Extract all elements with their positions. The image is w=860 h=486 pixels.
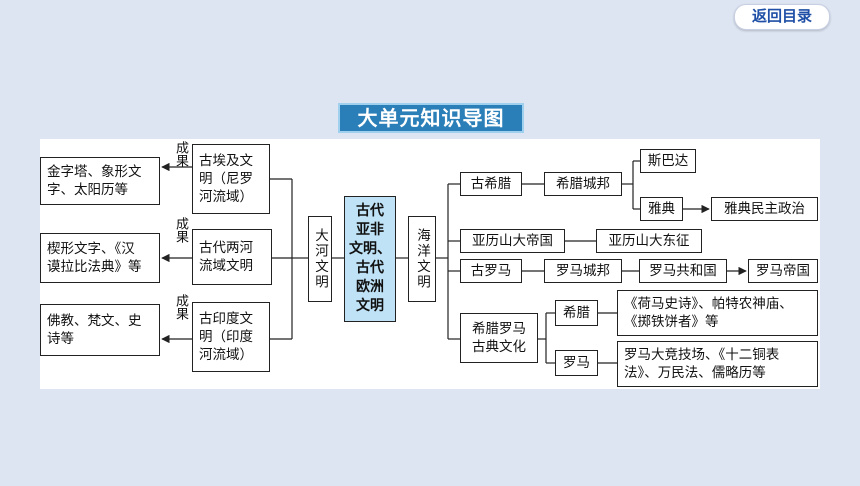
athens-democracy-box: 雅典民主政治 [711,197,818,221]
mesopotamia-civ-box: 古代两河 流域文明 [192,229,272,285]
ocean-civilization-label: 海洋文明 [414,228,430,290]
egypt-result-box: 金字塔、象形文 字、太阳历等 [40,157,160,205]
greek-culture-box: 希腊 [555,300,598,326]
knowledge-map-panel: 金字塔、象形文 字、太阳历等 楔形文字、《汉 谟拉比法典》等 佛教、梵文、史 诗… [40,139,820,389]
rome-city-state-box: 罗马城邦 [544,259,622,283]
ancient-greece-box: 古希腊 [460,172,522,196]
center-topic-box: 古代 亚非 文明、 古代 欧洲 文明 [344,196,396,322]
connector-lines [161,160,747,364]
ocean-civilization-box: 海洋文明 [408,216,436,302]
ancient-rome-box: 古罗马 [460,259,522,283]
roman-republic-box: 罗马共和国 [639,259,727,283]
outcome-tag-egypt: 成果 [173,141,188,167]
river-civilization-label: 大河文明 [312,228,328,290]
india-civ-box: 古印度文 明（印度 河流域） [192,302,270,372]
greek-city-state-box: 希腊城邦 [544,172,622,196]
athens-box: 雅典 [640,197,683,221]
classical-culture-box: 希腊罗马 古典文化 [460,313,538,363]
back-to-contents-button[interactable]: 返回目录 [734,4,830,30]
roman-culture-box: 罗马 [555,350,598,376]
greek-culture-items-box: 《荷马史诗》、帕特农神庙、 《掷铁饼者》等 [617,290,818,336]
alexander-expedition-box: 亚历山大东征 [596,229,702,253]
roman-empire-box: 罗马帝国 [748,259,818,283]
india-result-box: 佛教、梵文、史 诗等 [40,304,160,356]
roman-culture-items-box: 罗马大竞技场、《十二铜表 法》、万民法、儒略历等 [617,341,818,387]
sparta-box: 斯巴达 [640,149,696,173]
mesopotamia-result-box: 楔形文字、《汉 谟拉比法典》等 [40,233,160,283]
outcome-tag-mesopotamia: 成果 [173,217,188,243]
diagram-title: 大单元知识导图 [338,103,524,133]
alexander-empire-box: 亚历山大帝国 [460,229,565,253]
egypt-civ-box: 古埃及文 明（尼罗 河流域） [192,144,270,214]
river-civilization-box: 大河文明 [308,216,332,302]
outcome-tag-india: 成果 [173,294,188,320]
